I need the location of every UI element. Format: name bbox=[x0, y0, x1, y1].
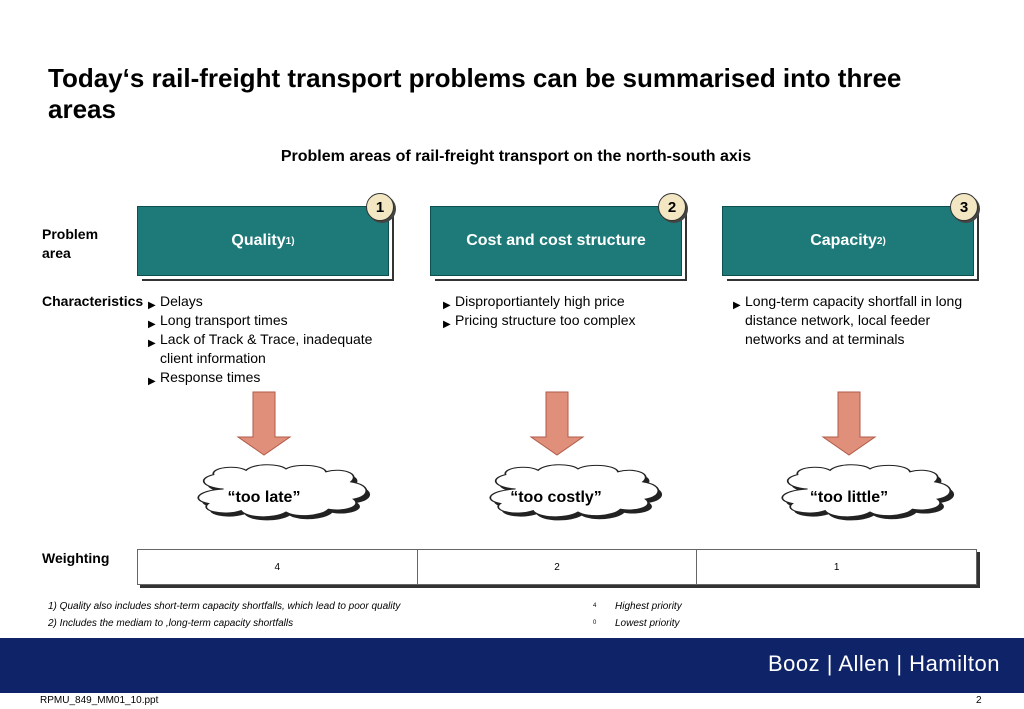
footnote-1: 1) Quality also includes short-term capa… bbox=[48, 601, 401, 612]
row-label-characteristics: Characteristics bbox=[42, 293, 144, 309]
list-item: ▶Disproportiantely high price bbox=[442, 292, 704, 311]
down-arrow-icon bbox=[236, 391, 292, 456]
row-label-problem-area: Problem area bbox=[42, 226, 99, 261]
down-arrow-icon bbox=[529, 391, 585, 456]
bullet-triangle-icon: ▶ bbox=[148, 300, 156, 311]
company-logo: Booz | Allen | Hamilton bbox=[767, 651, 1000, 676]
characteristics-list-quality: ▶Delays ▶Long transport times ▶Lack of T… bbox=[147, 292, 409, 387]
legend-symbol-lowest: 0 bbox=[593, 620, 597, 626]
weighting-table: 4 2 1 bbox=[137, 549, 977, 585]
number-badge-3: 3 bbox=[950, 193, 978, 221]
list-item: ▶Long transport times bbox=[147, 311, 409, 330]
number-badge-1: 1 bbox=[366, 193, 394, 221]
list-item: ▶Lack of Track & Trace, inadequate clien… bbox=[148, 331, 373, 366]
cloud-label-too-late: “too late” bbox=[227, 489, 301, 506]
row-label-weighting: Weighting bbox=[42, 550, 110, 566]
list-item: ▶Long-term capacity shortfall in long di… bbox=[733, 293, 963, 347]
area-label: Capacity bbox=[810, 232, 877, 249]
area-footnote-mark: 1) bbox=[285, 235, 295, 247]
legend-label-highest: Highest priority bbox=[615, 601, 682, 612]
bullet-triangle-icon: ▶ bbox=[443, 300, 451, 311]
bullet-triangle-icon: ▶ bbox=[148, 319, 156, 330]
legend-label-lowest: Lowest priority bbox=[615, 618, 680, 629]
file-name: RPMU_849_MM01_10.ppt bbox=[40, 695, 159, 706]
footer-bar bbox=[0, 638, 1024, 693]
legend-symbol-highest: 4 bbox=[593, 603, 597, 609]
weighting-cell-quality: 4 bbox=[138, 550, 418, 584]
bullet-triangle-icon: ▶ bbox=[148, 338, 156, 349]
bullet-triangle-icon: ▶ bbox=[148, 376, 156, 387]
down-arrow-icon bbox=[821, 391, 877, 456]
bullet-triangle-icon: ▶ bbox=[443, 319, 451, 330]
list-item: ▶Pricing structure too complex bbox=[442, 311, 704, 330]
cloud-label-too-costly: “too costly” bbox=[510, 489, 602, 506]
chart-subtitle: Problem areas of rail-freight transport … bbox=[280, 148, 752, 165]
characteristics-list-capacity: ▶Long-term capacity shortfall in long di… bbox=[732, 292, 972, 349]
weighting-cell-capacity: 1 bbox=[833, 561, 840, 573]
arrows-and-clouds-layer bbox=[197, 391, 955, 521]
footnote-2: 2) Includes the mediam to ,long-term cap… bbox=[48, 618, 294, 629]
weighting-cell-cost: 2 bbox=[418, 550, 698, 584]
characteristics-list-cost: ▶Disproportiantely high price ▶Pricing s… bbox=[442, 292, 704, 330]
page-number: 2 bbox=[976, 695, 982, 706]
bullet-triangle-icon: ▶ bbox=[733, 300, 741, 311]
area-label: Cost and cost structure bbox=[466, 232, 646, 249]
cloud-label-too-little: “too little” bbox=[809, 489, 889, 506]
area-box-cost: Cost and cost structure bbox=[430, 206, 682, 276]
list-item: ▶Delays bbox=[147, 292, 409, 311]
page-title: Today‘s rail-freight transport problems … bbox=[48, 63, 902, 124]
list-item: ▶Response times bbox=[147, 368, 409, 387]
number-badge-2: 2 bbox=[658, 193, 686, 221]
area-footnote-mark: 2) bbox=[876, 235, 886, 247]
area-label: Quality bbox=[231, 232, 286, 249]
